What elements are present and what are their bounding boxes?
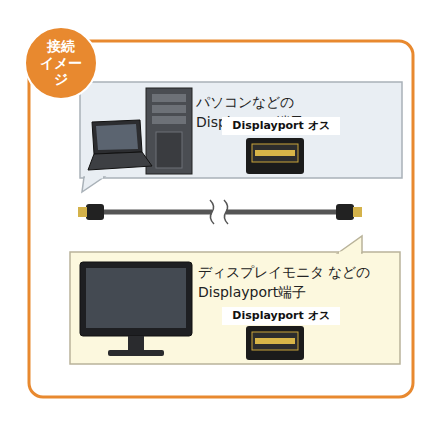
tail-join — [85, 176, 103, 179]
plug-label: Displayport オス — [232, 308, 329, 324]
port-caption: ディスプレイモニタ などの Displayport端子 — [198, 262, 374, 303]
text-box: パソコンなどの Displayport端子Displayport オス — [196, 90, 356, 134]
speech-tail — [338, 236, 362, 253]
displayport-plug — [246, 326, 304, 360]
text-box: ディスプレイモニタ などの Displayport端子Displayport オ… — [198, 260, 374, 304]
badge-label: 接続 イメージ — [38, 38, 84, 88]
label-tag: Displayport オス — [222, 117, 340, 135]
frame — [29, 41, 413, 397]
speech-box — [80, 82, 402, 178]
monitor — [80, 262, 192, 356]
label-tag: Displayport オス — [222, 307, 340, 325]
speech-box — [70, 252, 400, 364]
badge-circle: 接続 イメージ — [24, 26, 98, 100]
displayport-plug — [246, 138, 304, 174]
pc-tower — [146, 88, 192, 174]
tail-join — [339, 252, 361, 255]
speech-tail — [82, 177, 104, 192]
cable — [78, 200, 362, 224]
laptop — [88, 120, 152, 170]
plug-label: Displayport オス — [232, 118, 329, 134]
